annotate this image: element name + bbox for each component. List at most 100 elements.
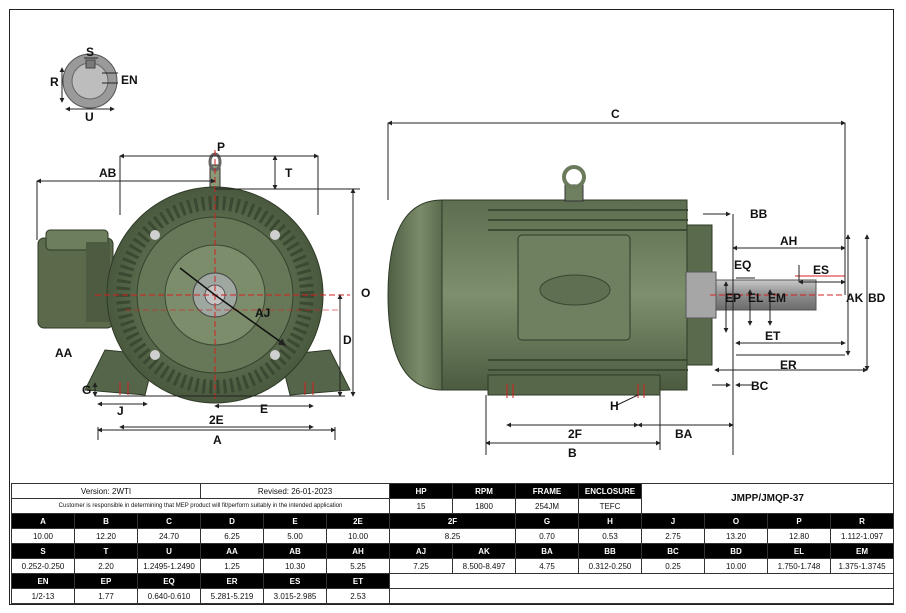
dim-label-el: EL: [748, 291, 763, 305]
spec-header: P: [767, 513, 832, 529]
spec-header: BB: [578, 543, 643, 559]
model-cell: JMPP/JMQP-37: [641, 483, 895, 514]
dim-label-et: ET: [765, 329, 781, 343]
spec-value: 0.252-0.250: [11, 558, 75, 574]
spec-value: 6.25: [200, 528, 265, 544]
dim-label-g: G: [82, 383, 91, 397]
spec-value: 3.015-2.985: [263, 588, 328, 604]
motor-dimension-drawing: S R EN U: [36, 45, 886, 460]
spec-value: 12.20: [74, 528, 138, 544]
spec-value: 10.00: [326, 528, 391, 544]
spec-value: 12.80: [767, 528, 832, 544]
spec-value: 4.75: [515, 558, 580, 574]
motor-front-view: [37, 150, 351, 404]
spec-value: 0.70: [515, 528, 580, 544]
spec-header: EL: [767, 543, 832, 559]
frame-value: 254JM: [515, 498, 580, 514]
spec-header: EQ: [136, 573, 202, 589]
enclosure-value: TEFC: [578, 498, 643, 514]
spec-header: BD: [704, 543, 769, 559]
dim-label-er: ER: [780, 358, 797, 372]
dim-label-bc: BC: [751, 379, 769, 393]
dim-label-es: ES: [813, 263, 829, 277]
spec-value: 1.112-1.097: [830, 528, 895, 544]
dim-label-b: B: [568, 446, 577, 460]
spec-value: 0.640-0.610: [136, 588, 202, 604]
dim-label-em: EM: [768, 291, 786, 305]
dim-label-s: S: [86, 45, 94, 59]
spec-header: EM: [830, 543, 895, 559]
dim-label-aj: AJ: [255, 306, 270, 320]
dim-label-t: T: [285, 166, 293, 180]
spec-header: AB: [263, 543, 328, 559]
spec-header: R: [830, 513, 895, 529]
spec-value: 1.25: [200, 558, 265, 574]
spec-value: 24.70: [136, 528, 202, 544]
side-view-dimensions: C BB AH EQ ES EP EL EM AK BD ET ER BC H …: [387, 107, 886, 460]
dim-label-aa: AA: [55, 346, 73, 360]
spec-header: A: [11, 513, 75, 529]
dim-label-a: A: [213, 433, 222, 447]
shaft-key-view: S R EN U: [50, 45, 138, 124]
spec-value: 5.00: [263, 528, 328, 544]
spec-value: 8.500-8.497: [452, 558, 517, 574]
dim-label-ak: AK: [846, 291, 864, 305]
spec-value: 1.2495-1.2490: [136, 558, 202, 574]
spec-header: 2F: [389, 513, 517, 529]
front-view-dimensions: P AB T O AJ AA D G J E 2E A: [36, 140, 370, 447]
spec-header: BA: [515, 543, 580, 559]
customer-note: Customer is responsible in determining t…: [10, 498, 391, 514]
motor-side-view: [387, 165, 845, 398]
spec-value-row-2: 0.252-0.250 2.20 1.2495-1.2490 1.25 10.3…: [11, 558, 895, 574]
dim-label-p: P: [217, 140, 225, 154]
dim-label-j: J: [117, 404, 124, 418]
spec-value: 0.25: [641, 558, 706, 574]
spec-header: AK: [452, 543, 517, 559]
spec-header: C: [136, 513, 202, 529]
spec-value: 0.53: [578, 528, 643, 544]
dim-label-ah: AH: [780, 234, 797, 248]
spec-header: B: [74, 513, 138, 529]
spec-value: 5.25: [326, 558, 391, 574]
info-row-bottom: Customer is responsible in determining t…: [10, 498, 894, 514]
spec-header: U: [136, 543, 202, 559]
spec-header: BC: [641, 543, 706, 559]
spec-header-row-3: EN EP EQ ER ES ET: [11, 573, 895, 589]
spec-value: 2.20: [74, 558, 138, 574]
dim-label-en: EN: [121, 73, 138, 87]
dim-label-h: H: [610, 399, 619, 413]
spec-value: 8.25: [389, 528, 517, 544]
spec-header: O: [704, 513, 769, 529]
spec-header: J: [641, 513, 706, 529]
spec-header: AA: [200, 543, 265, 559]
spec-header: H: [578, 513, 643, 529]
dim-label-r: R: [50, 75, 59, 89]
drawing-sheet: S R EN U: [9, 9, 894, 605]
dim-label-bb: BB: [750, 207, 768, 221]
spec-value: 2.53: [326, 588, 391, 604]
frame-header: FRAME: [515, 483, 580, 499]
dim-label-c: C: [611, 107, 620, 121]
info-row-top: Version: 2WTI Revised: 26-01-2023 HP RPM…: [10, 483, 895, 514]
dim-label-2f: 2F: [568, 427, 582, 441]
spec-header: T: [74, 543, 138, 559]
dim-label-e: E: [260, 402, 268, 416]
spec-value: 10.00: [11, 528, 75, 544]
spec-header: ET: [326, 573, 391, 589]
spec-header: ES: [263, 573, 328, 589]
spec-header: E: [263, 513, 328, 529]
spec-header: AH: [326, 543, 391, 559]
dim-label-ep: EP: [725, 291, 741, 305]
dim-label-u: U: [85, 110, 94, 124]
spec-header-row-1: A B C D E 2E 2F G H J O P R: [11, 513, 895, 529]
revised-cell: Revised: 26-01-2023: [200, 483, 391, 499]
spec-value-row-3: 1/2-13 1.77 0.640-0.610 5.281-5.219 3.01…: [11, 588, 895, 604]
spec-value: 1/2-13: [11, 588, 75, 604]
spec-value: 10.30: [263, 558, 328, 574]
dim-label-bd: BD: [868, 291, 886, 305]
spec-empty-cell: [389, 573, 895, 589]
hp-header: HP: [389, 483, 454, 499]
spec-header: D: [200, 513, 265, 529]
dim-label-ba: BA: [675, 427, 693, 441]
spec-value-row-1: 10.00 12.20 24.70 6.25 5.00 10.00 8.25 0…: [11, 528, 895, 544]
